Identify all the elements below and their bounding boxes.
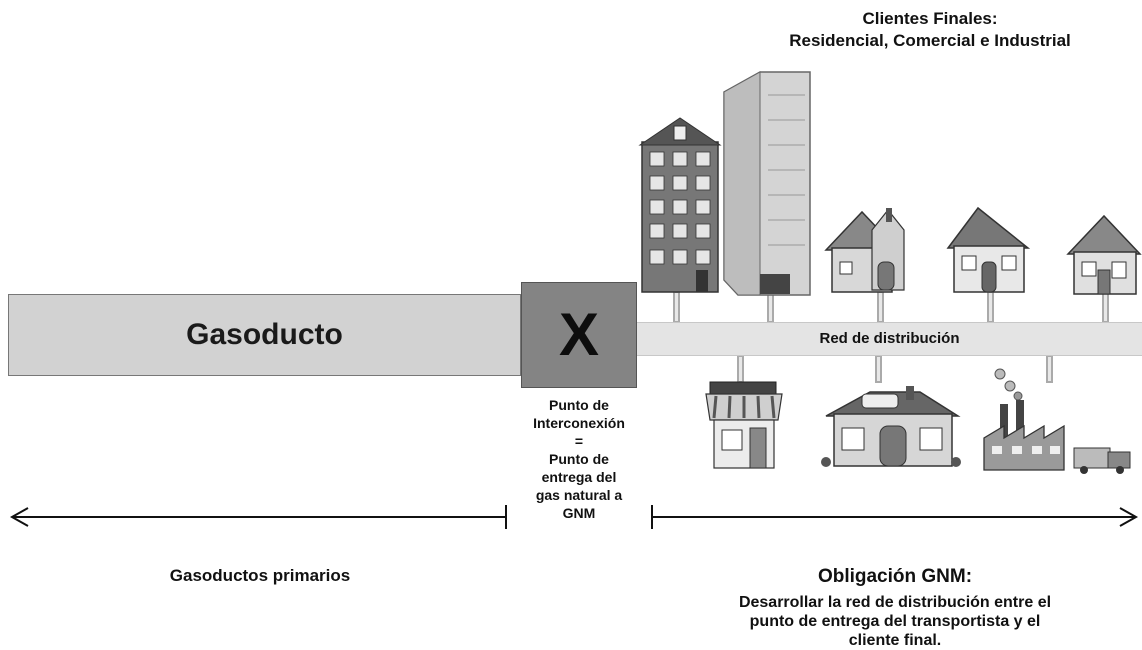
delivery-line: gas natural a [535, 487, 623, 503]
delivery-line: GNM [562, 505, 596, 521]
factory-icon [983, 368, 1131, 474]
delivery-point-label: Punto de Interconexión = Punto de entreg… [508, 396, 650, 522]
distribution-network-bar [637, 322, 1142, 356]
primary-pipelines-label: Gasoductos primarios [169, 566, 351, 585]
gnm-obligation-body: Desarrollar la red de distribución entre… [650, 593, 1140, 650]
gnm-obligation-title: Obligación GNM: [817, 566, 973, 587]
cottage-icon [824, 208, 905, 293]
pipeline-bar [8, 294, 521, 376]
apartment-building-icon [638, 117, 722, 293]
interconnection-box [521, 282, 637, 388]
end-clients-segments: Residencial, Comercial e Industrial [789, 31, 1071, 50]
obligation-line: Desarrollar la red de distribución entre… [738, 594, 1052, 611]
delivery-line: = [574, 433, 584, 449]
gnm-obligation-arrow [651, 505, 1139, 529]
delivery-line: entrega del [541, 469, 617, 485]
obligation-line: cliente final. [848, 632, 942, 649]
delivery-line: Punto de [549, 451, 609, 467]
delivery-line: Interconexión [533, 415, 625, 431]
pipeline-label: Gasoducto [186, 318, 343, 351]
primary-pipelines-arrow [9, 505, 507, 529]
bottom-connectors [737, 355, 1053, 383]
house-icon [946, 206, 1031, 293]
skyscraper-icon [723, 71, 811, 296]
distribution-network-label: Red de distribución [819, 330, 960, 347]
small-house-icon [1066, 214, 1142, 295]
delivery-line: Punto de [549, 397, 609, 413]
shop-icon [705, 381, 783, 469]
obligation-line: punto de entrega del transportista y el [749, 613, 1041, 630]
restaurant-icon [821, 386, 961, 467]
diagram-graphics [9, 71, 1142, 529]
end-clients-heading: Clientes Finales: [862, 9, 998, 28]
end-clients-title: Clientes Finales: Residencial, Comercial… [720, 8, 1140, 52]
interconnection-mark: X [558, 301, 600, 368]
top-connectors [673, 291, 1109, 323]
